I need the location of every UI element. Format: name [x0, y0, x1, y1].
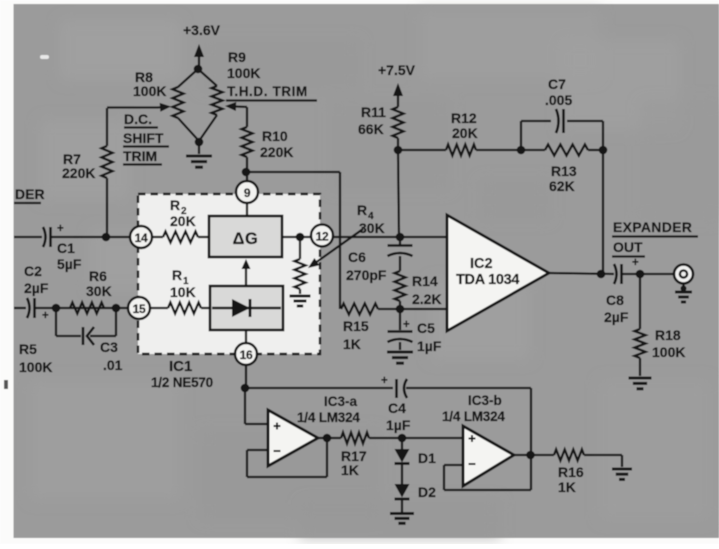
svg-text:IC1: IC1 [169, 358, 192, 375]
svg-text:270pF: 270pF [346, 267, 387, 283]
svg-text:.005: .005 [545, 92, 572, 108]
svg-text:R15: R15 [343, 318, 369, 334]
svg-text:9: 9 [244, 186, 251, 200]
svg-text:66K: 66K [358, 121, 384, 137]
svg-text:20K: 20K [170, 213, 196, 229]
svg-text:D1: D1 [418, 450, 436, 466]
svg-text:D2: D2 [418, 484, 436, 500]
svg-text:R10: R10 [262, 128, 288, 144]
svg-text:2µF: 2µF [24, 280, 49, 296]
svg-text:100K: 100K [19, 359, 52, 375]
svg-text:C8: C8 [606, 292, 624, 308]
svg-text:+7.5V: +7.5V [378, 62, 416, 78]
svg-text:TRIM: TRIM [123, 148, 157, 164]
svg-text:100K: 100K [227, 65, 260, 81]
svg-text:C3: C3 [100, 339, 118, 355]
svg-text:12: 12 [316, 229, 329, 243]
svg-text:+: + [632, 257, 639, 269]
svg-text:DER: DER [15, 186, 45, 202]
svg-text:IC3-a: IC3-a [324, 394, 358, 409]
svg-text:IC2: IC2 [470, 256, 493, 272]
svg-text:R12: R12 [451, 110, 477, 126]
svg-text:1/4 LM324: 1/4 LM324 [297, 410, 360, 425]
svg-text:IC3-b: IC3-b [468, 393, 502, 408]
svg-text:30K: 30K [86, 283, 112, 299]
svg-text:T.H.D. TRIM: T.H.D. TRIM [227, 84, 308, 99]
svg-text:+3.6V: +3.6V [183, 22, 221, 38]
svg-text:R18: R18 [655, 327, 681, 343]
svg-text:220K: 220K [260, 144, 293, 160]
svg-text:1K: 1K [558, 479, 576, 495]
svg-text:SHIFT: SHIFT [123, 130, 164, 146]
svg-text:5µF: 5µF [57, 256, 82, 272]
svg-text:2µF: 2µF [604, 309, 629, 325]
svg-text:16: 16 [240, 348, 253, 362]
svg-text:1µF: 1µF [417, 338, 442, 354]
svg-text:62K: 62K [549, 178, 575, 194]
svg-text:1µF: 1µF [386, 417, 411, 433]
svg-text:10K: 10K [170, 284, 196, 300]
svg-text:30K: 30K [359, 220, 385, 236]
svg-text:R: R [170, 197, 180, 213]
svg-text:R14: R14 [412, 273, 438, 289]
svg-text:R16: R16 [558, 464, 584, 480]
svg-text:R11: R11 [361, 104, 386, 120]
svg-text:R9: R9 [228, 49, 246, 65]
svg-text:100K: 100K [133, 83, 166, 99]
svg-text:220K: 220K [62, 165, 95, 181]
svg-text:15: 15 [133, 302, 146, 316]
svg-text:C2: C2 [24, 263, 42, 279]
svg-text:C4: C4 [388, 400, 406, 416]
svg-text:2.2K: 2.2K [412, 291, 442, 307]
svg-text:C7: C7 [548, 76, 566, 92]
svg-text:+: + [381, 375, 388, 387]
svg-text:R5: R5 [19, 341, 37, 357]
svg-text:ΔG: ΔG [233, 230, 259, 248]
svg-text:R: R [172, 267, 182, 283]
svg-text:+: + [42, 310, 49, 322]
svg-text:1K: 1K [341, 462, 359, 478]
svg-text:C5: C5 [417, 320, 435, 336]
svg-text:D.C.: D.C. [124, 111, 152, 127]
svg-text:C6: C6 [348, 249, 366, 265]
svg-text:EXPANDER: EXPANDER [613, 219, 692, 235]
svg-text:TDA 1034: TDA 1034 [456, 272, 519, 288]
svg-text:100K: 100K [652, 344, 685, 360]
svg-text:1K: 1K [343, 336, 361, 352]
svg-text:R6: R6 [89, 268, 107, 284]
svg-text:+: + [57, 223, 64, 235]
svg-text:.01: .01 [103, 357, 123, 373]
svg-text:C1: C1 [57, 240, 75, 256]
svg-text:+: + [403, 319, 410, 331]
svg-text:R: R [357, 202, 367, 218]
svg-text:OUT: OUT [613, 239, 643, 255]
svg-text:R13: R13 [551, 163, 577, 179]
svg-text:14: 14 [135, 231, 148, 245]
svg-text:1/2 NE570: 1/2 NE570 [151, 375, 213, 390]
svg-text:1/4 LM324: 1/4 LM324 [442, 409, 505, 424]
svg-text:20K: 20K [452, 125, 478, 141]
